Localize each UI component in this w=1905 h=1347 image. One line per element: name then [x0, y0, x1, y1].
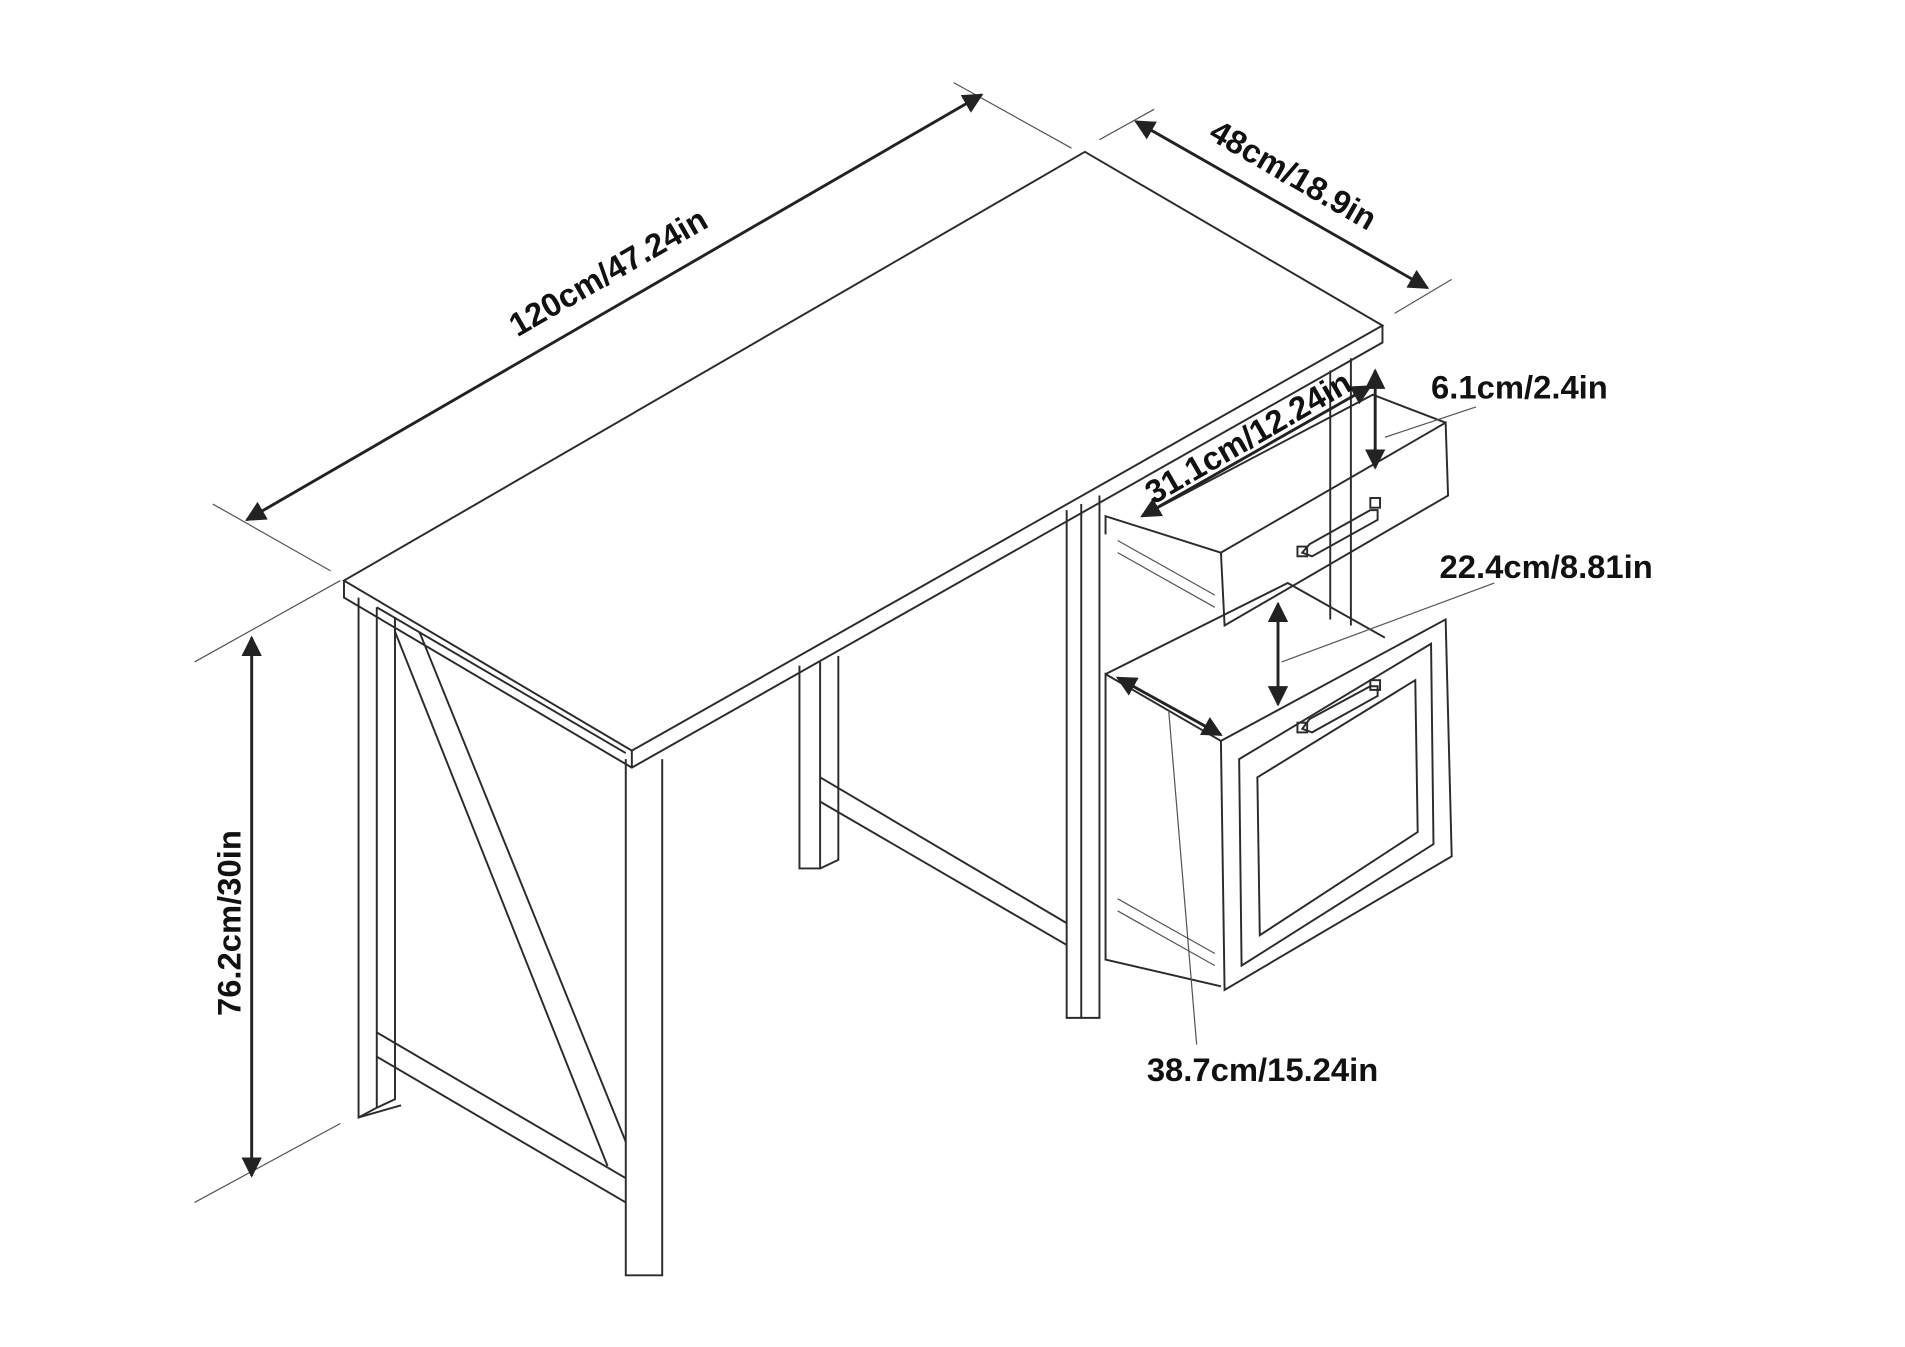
bottom-drawer-depth-label: 38.7cm/15.24in — [1147, 1051, 1378, 1088]
dimension-labels: 120cm/47.24in 48cm/18.9in 76.2cm/30in 6.… — [211, 112, 1653, 1088]
height-label: 76.2cm/30in — [211, 830, 248, 1016]
width-label: 120cm/47.24in — [502, 200, 713, 343]
bottom-drawer-height-label: 22.4cm/8.81in — [1440, 548, 1653, 585]
top-drawer-width-label: 31.1cm/12.24in — [1138, 363, 1357, 511]
top-drawer-height-label: 6.1cm/2.4in — [1431, 368, 1608, 405]
dimension-lines — [194, 82, 1495, 1203]
